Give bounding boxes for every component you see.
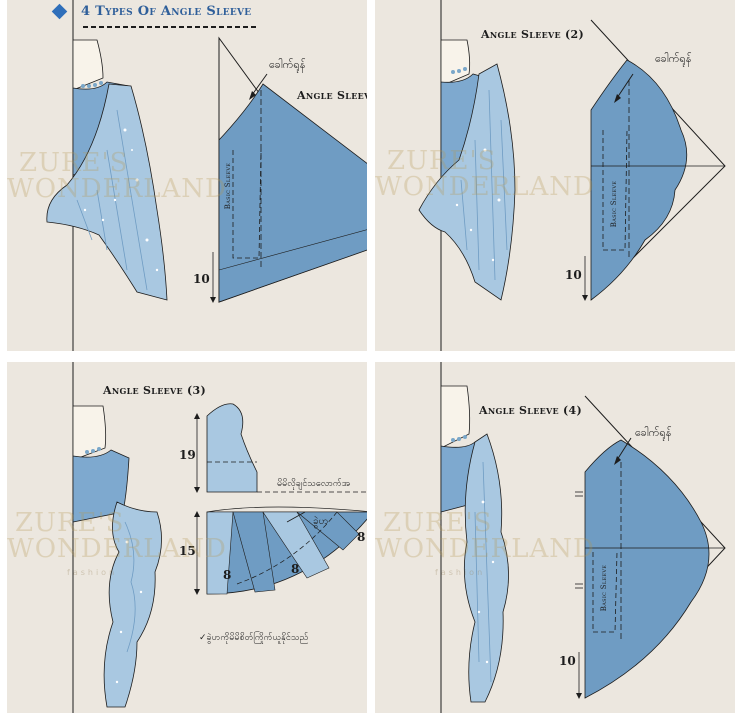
mannequin-neck bbox=[72, 405, 107, 461]
basic-sleeve-label: Basic Sleeve bbox=[600, 564, 609, 612]
angle-sleeve-2-pattern bbox=[590, 59, 688, 301]
ruffle-folds bbox=[124, 521, 136, 653]
sleeve-cap-piece bbox=[206, 403, 258, 493]
callout-arrow bbox=[616, 73, 634, 99]
basic-sleeve-label: Basic Sleeve bbox=[610, 180, 619, 228]
panel-label: Angle Sleeve (4) bbox=[479, 404, 582, 417]
callout-arrow bbox=[616, 437, 632, 461]
panel-angle-sleeve-1: 4 Types Of Angle Sleeve ခေါက်ရုန် Angle … bbox=[7, 0, 367, 351]
angle-sleeve-illustration bbox=[46, 83, 168, 301]
bottom-measure-arrowhead-up bbox=[194, 511, 200, 517]
callout-arrowhead bbox=[249, 91, 256, 100]
note-right: မိမိလိုချင်သလောက်အ bbox=[277, 479, 350, 489]
measure-label: 10 bbox=[559, 654, 576, 668]
measure-label: 10 bbox=[193, 272, 210, 286]
bottom-measure-arrowhead-down bbox=[194, 589, 200, 595]
angle-sleeve-pattern bbox=[218, 83, 367, 303]
footer-note: ✓ခွဲဟကိုမိမိစိတ်ကြိုက်ယူနိုင်သည် bbox=[199, 633, 309, 643]
necklace-bead bbox=[463, 435, 467, 439]
long-drape-sleeve-illustration bbox=[463, 433, 509, 703]
sparkles bbox=[115, 540, 143, 684]
watermark-line1: ZURE'S bbox=[387, 146, 497, 176]
sleeve-folds bbox=[76, 109, 148, 291]
panel-2-drawing bbox=[418, 0, 726, 351]
necklace-bead bbox=[93, 83, 97, 87]
hem-line bbox=[218, 229, 367, 271]
necklace-bead bbox=[457, 69, 461, 73]
segment-label-1: 8 bbox=[357, 530, 366, 544]
necklace-bead bbox=[87, 84, 91, 88]
top-measure-arrowhead-down bbox=[194, 487, 200, 493]
callout-label: ခေါက်ရုန် bbox=[635, 426, 672, 439]
panel-label: Angle Sleeve (3) bbox=[103, 384, 206, 397]
fan-slice bbox=[296, 511, 360, 551]
measure-label: 10 bbox=[565, 268, 582, 282]
necklace-bead bbox=[81, 84, 85, 88]
panel-label: Angle Sleeve bbox=[297, 89, 367, 102]
fan-slice bbox=[262, 511, 330, 579]
mannequin-neck bbox=[440, 39, 471, 87]
sleeve-folds bbox=[460, 89, 508, 281]
watermark-line1: ZURE'S bbox=[383, 508, 493, 538]
mannequin-neck bbox=[440, 385, 471, 449]
watermark-line3: fashion bbox=[67, 568, 118, 577]
sparkles bbox=[477, 500, 495, 664]
wedge-label: ခွဲဟ bbox=[313, 516, 329, 527]
draped-sleeve-illustration bbox=[418, 63, 516, 301]
watermark-line1: ZURE'S bbox=[15, 508, 125, 538]
mannequin-neck bbox=[72, 39, 104, 91]
watermark-line2: WONDERLAND bbox=[7, 174, 227, 204]
callout-label: ခေါက်ရုန် bbox=[269, 58, 306, 71]
callout-arrowhead bbox=[614, 456, 621, 465]
necklace-bead bbox=[99, 81, 103, 85]
necklace-bead bbox=[451, 438, 455, 442]
wedge-arrow bbox=[286, 511, 306, 523]
bottom-measure-label: 15 bbox=[179, 544, 196, 558]
necklace-bead bbox=[97, 447, 101, 451]
sparkles bbox=[83, 128, 159, 272]
basic-sleeve-dashed-outline bbox=[232, 149, 262, 259]
sparkles bbox=[455, 148, 501, 262]
fan-top-arc bbox=[206, 506, 367, 513]
watermark-line2: WONDERLAND bbox=[375, 534, 595, 564]
sleeve-folds bbox=[474, 461, 492, 683]
segment-label-3: 8 bbox=[223, 568, 232, 582]
watermark-line2: WONDERLAND bbox=[7, 534, 227, 564]
measure-arrowhead bbox=[576, 693, 582, 699]
segment-label-2: 8 bbox=[291, 562, 300, 576]
main-title: 4 Types Of Angle Sleeve bbox=[81, 4, 252, 19]
panel-3-drawing bbox=[72, 362, 367, 713]
panel-4-drawing bbox=[440, 362, 726, 713]
measure-arrowhead bbox=[210, 297, 216, 303]
top-measure-label: 19 bbox=[179, 448, 196, 462]
necklace-bead bbox=[463, 67, 467, 71]
panel-angle-sleeve-3: Angle Sleeve (3) 19 15 မိမိလိုချင်သလောက်… bbox=[7, 362, 367, 713]
angle-sleeve-4-pattern bbox=[584, 439, 710, 699]
callout-label: ခေါက်ရုန် bbox=[655, 52, 692, 65]
watermark-line3: fashion bbox=[435, 568, 486, 577]
panel-angle-sleeve-4: Angle Sleeve (4) ခေါက်ရုန် Basic Sleeve … bbox=[375, 362, 735, 713]
necklace-bead bbox=[85, 450, 89, 454]
ruffle-sleeve-illustration bbox=[103, 501, 162, 708]
measure-arrowhead bbox=[582, 295, 588, 301]
panel-label: Angle Sleeve (2) bbox=[481, 28, 584, 41]
callout-arrow bbox=[251, 73, 268, 96]
basic-sleeve-dashed-outline bbox=[592, 551, 618, 633]
panel-1-drawing bbox=[46, 0, 367, 351]
panel-angle-sleeve-2: Angle Sleeve (2) ခေါက်ရုန် Basic Sleeve … bbox=[375, 0, 735, 351]
fan-slice bbox=[206, 511, 234, 595]
basic-sleeve-dashed-outline bbox=[602, 129, 628, 251]
fan-slice bbox=[232, 511, 276, 593]
watermark-line1: ZURE'S bbox=[19, 148, 129, 178]
necklace-bead bbox=[91, 449, 95, 453]
necklace-bead bbox=[451, 70, 455, 74]
top-measure-arrowhead-up bbox=[194, 413, 200, 419]
watermark-line2: WONDERLAND bbox=[375, 172, 595, 202]
callout-arrowhead bbox=[614, 94, 621, 103]
necklace-bead bbox=[457, 437, 461, 441]
